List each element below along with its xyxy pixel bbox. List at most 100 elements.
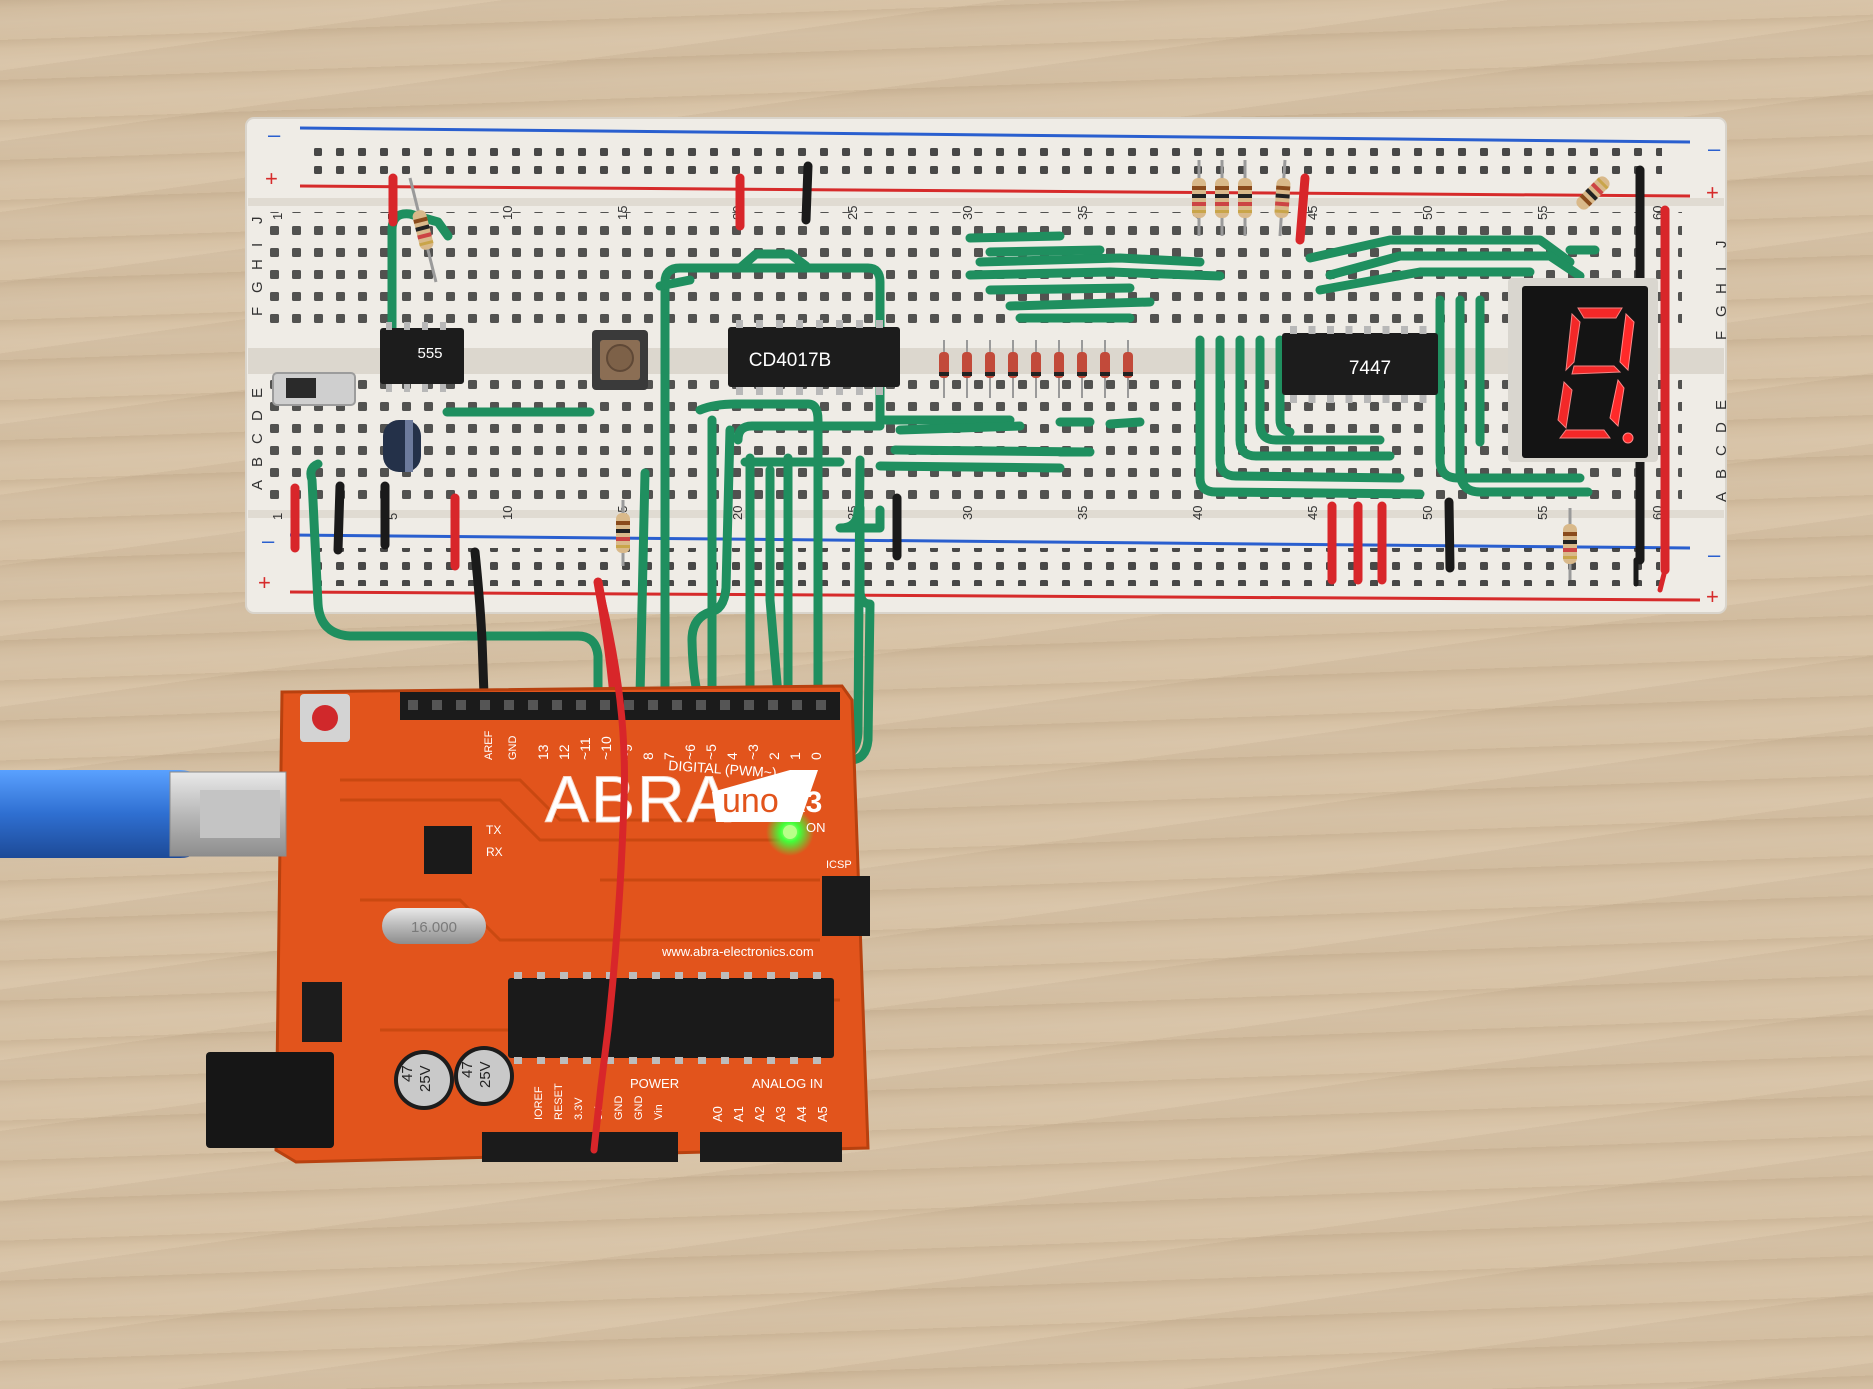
resistor xyxy=(1274,177,1291,219)
resistor xyxy=(412,210,434,250)
column-number: 20 xyxy=(730,506,745,520)
power-pin-label: RESET xyxy=(553,1083,565,1120)
push-button xyxy=(592,330,648,390)
digital-pin-label: 13 xyxy=(535,744,551,760)
power-pin-label: Vin xyxy=(653,1104,665,1120)
row-letter: J xyxy=(1713,241,1730,249)
digital-pin-label: 8 xyxy=(640,752,656,760)
icsp-label: ICSP xyxy=(826,859,852,871)
row-letter: A xyxy=(1713,492,1730,502)
row-letter: B xyxy=(249,457,266,467)
digital-pin-label: ~10 xyxy=(598,736,614,760)
analog-pin-label: A3 xyxy=(773,1106,788,1122)
column-number: 10 xyxy=(500,506,515,520)
column-number: 15 xyxy=(615,206,630,220)
row-letter: D xyxy=(1713,422,1730,433)
revision-label: R3 xyxy=(784,786,822,819)
diode xyxy=(985,352,995,378)
row-letter: I xyxy=(1713,267,1730,271)
diode xyxy=(1077,352,1087,378)
row-letter: B xyxy=(1713,469,1730,479)
digital-pin-label: 2 xyxy=(766,752,782,760)
column-number: 50 xyxy=(1420,206,1435,220)
aref-label: AREF xyxy=(483,730,495,760)
column-number: 45 xyxy=(1305,206,1320,220)
crystal-label: 16.000 xyxy=(411,919,457,936)
column-number: 10 xyxy=(500,206,515,220)
diode xyxy=(939,352,949,378)
row-letter: F xyxy=(1713,331,1730,340)
diode-array xyxy=(939,340,1133,398)
seven-segment-display: 1 xyxy=(1508,278,1658,462)
jumper-wires xyxy=(290,161,1670,1155)
on-label: ON xyxy=(806,820,826,835)
column-number: 5 xyxy=(385,513,400,520)
digital-pin-label: 1 xyxy=(787,752,803,760)
power-pin-label: IOREF xyxy=(533,1086,545,1120)
website-label: www.abra-electronics.com xyxy=(661,944,814,959)
board-capacitor-2: 47 25V xyxy=(454,1046,514,1106)
row-letter: A xyxy=(249,480,266,490)
tx-label: TX xyxy=(486,823,501,837)
column-number: 1 xyxy=(270,513,285,520)
brand-label: ABRA xyxy=(545,762,733,836)
rail-minus-right-bottom: – xyxy=(1708,542,1721,567)
chip-555-label: 555 xyxy=(417,345,442,362)
rail-minus-right-top: – xyxy=(1708,136,1721,161)
usb-cable xyxy=(0,770,287,858)
resistors xyxy=(408,159,1610,580)
column-number: 55 xyxy=(1535,206,1550,220)
diode xyxy=(1054,352,1064,378)
row-letter: D xyxy=(249,410,266,421)
column-number: 1 xyxy=(270,213,285,220)
diode xyxy=(1008,352,1018,378)
rail-minus-bottom: – xyxy=(262,528,275,553)
power-pin-label: 3.3V xyxy=(573,1097,585,1120)
resistor xyxy=(1576,176,1610,210)
row-letter: G xyxy=(249,281,266,293)
digital-pin-label: ~5 xyxy=(703,744,719,760)
row-letter: E xyxy=(249,388,266,398)
electrolytic-capacitor xyxy=(383,420,421,472)
analog-pin-label: A5 xyxy=(815,1106,830,1122)
column-number: 30 xyxy=(960,506,975,520)
svg-text:25V: 25V xyxy=(477,1061,494,1088)
chip-7447: 7447 xyxy=(1282,326,1438,403)
row-letter: E xyxy=(1713,400,1730,410)
slide-switch xyxy=(272,372,356,406)
digital-pin-label: 0 xyxy=(808,752,824,760)
svg-text:47: 47 xyxy=(459,1061,476,1078)
model-label: uno xyxy=(722,782,779,820)
digital-pin-label: ~11 xyxy=(577,737,593,760)
rail-minus-top: – xyxy=(268,122,281,147)
row-letter: C xyxy=(1713,445,1730,456)
analog-pin-label: A0 xyxy=(710,1106,725,1122)
rail-plus-top: + xyxy=(265,166,278,191)
row-letter: J xyxy=(249,217,266,225)
diode xyxy=(1100,352,1110,378)
chip-7447-label: 7447 xyxy=(1349,358,1391,379)
digital-label: DIGITAL (PWM~) xyxy=(668,757,777,781)
digital-pin-label: ~6 xyxy=(682,744,698,760)
chip-cd4017b-label: CD4017B xyxy=(749,350,831,371)
analog-pin-label: A1 xyxy=(731,1106,746,1122)
resistor xyxy=(1238,178,1252,218)
chip-cd4017b: CD4017B xyxy=(728,320,900,395)
diode xyxy=(1031,352,1041,378)
column-number: 40 xyxy=(1190,506,1205,520)
digital-pin-label: 7 xyxy=(661,752,677,760)
rx-label: RX xyxy=(486,845,503,859)
power-pin-label: GND xyxy=(633,1096,645,1121)
analog-pin-label: A2 xyxy=(752,1106,767,1122)
row-letter: H xyxy=(249,259,266,270)
segment-digit xyxy=(1557,307,1635,444)
diode xyxy=(1123,352,1133,378)
column-number: 55 xyxy=(1535,506,1550,520)
svg-text:47: 47 xyxy=(399,1065,416,1082)
resistor xyxy=(1563,524,1577,564)
rail-plus-right-bottom: + xyxy=(1706,584,1719,609)
column-number: 25 xyxy=(845,206,860,220)
row-letter: F xyxy=(249,307,266,316)
column-number: 35 xyxy=(1075,206,1090,220)
